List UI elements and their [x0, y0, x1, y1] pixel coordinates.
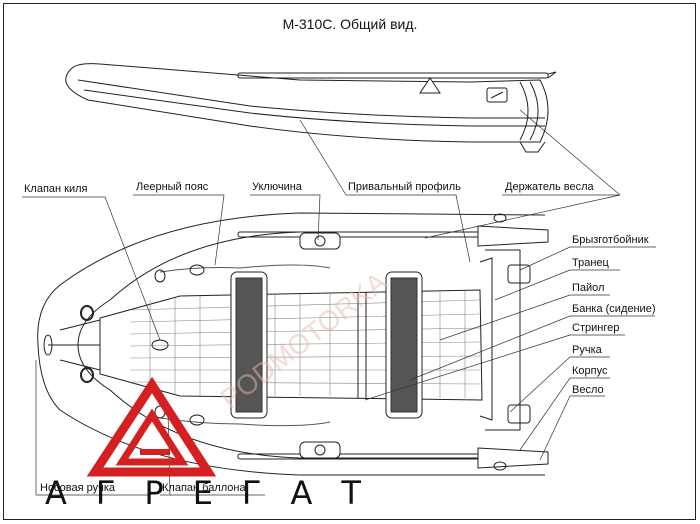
oar-bottom — [237, 441, 549, 469]
label-oar-holder: Держатель весла — [505, 181, 594, 193]
top-view — [37, 212, 549, 476]
label-transom: Транец — [572, 257, 609, 269]
label-hull: Корпус — [572, 365, 608, 377]
drawing-title: М-310С. Общий вид. — [282, 16, 418, 32]
label-bench: Банка (сидение) — [572, 303, 656, 315]
label-oarlock: Уключина — [252, 181, 302, 193]
label-oar: Весло — [572, 384, 604, 396]
label-bow-handle: Носовая ручка — [40, 482, 116, 494]
label-tube-valve: Клапан баллона — [162, 482, 246, 494]
label-rub-rail: Привальный профиль — [348, 181, 461, 193]
label-floor: Пайол — [572, 282, 605, 294]
logo-text: АГРЕГАТ — [45, 474, 390, 512]
label-keel-valve: Клапан киля — [24, 183, 88, 195]
leader-lines — [22, 109, 656, 496]
label-life-line: Леерный пояс — [136, 181, 209, 193]
oar-top — [237, 225, 549, 250]
logo-mark — [86, 376, 217, 477]
drawing-frame — [3, 3, 696, 520]
label-spray-deflector: Брызготбойник — [572, 234, 649, 246]
label-handle: Ручка — [572, 344, 602, 356]
label-stringer: Стрингер — [572, 322, 620, 334]
side-view — [65, 63, 557, 153]
